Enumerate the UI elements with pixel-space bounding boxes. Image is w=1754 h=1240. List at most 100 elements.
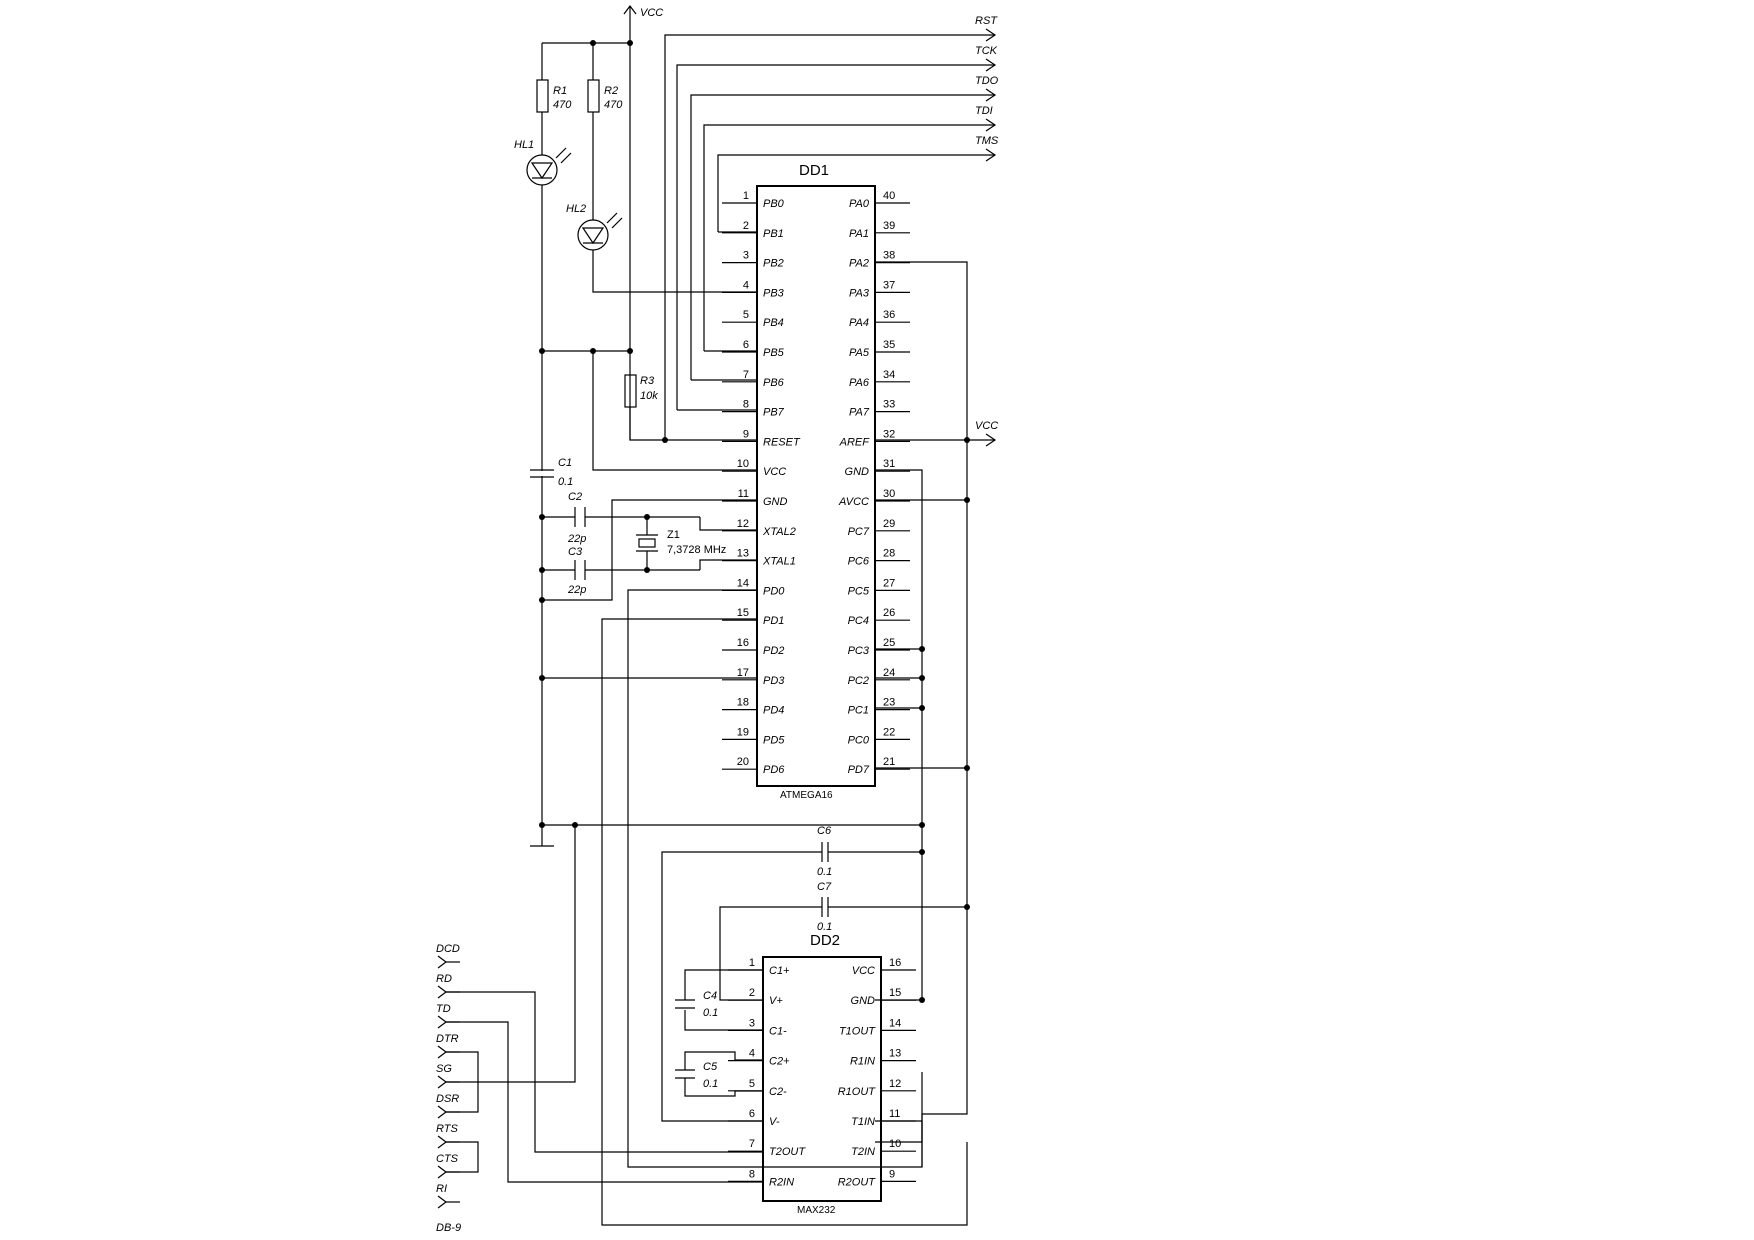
c1-value: 0.1 bbox=[558, 476, 573, 488]
z1-value: 7,3728 MHz bbox=[667, 544, 726, 556]
dd1-pin-name: PB6 bbox=[763, 377, 785, 389]
db9-pin-label: SG bbox=[436, 1063, 452, 1075]
dd1-pin-number: 34 bbox=[883, 369, 895, 381]
dd1-pin-number: 40 bbox=[883, 190, 895, 202]
vcc-top-label: VCC bbox=[640, 7, 663, 19]
dd2-pin-name: R2IN bbox=[769, 1176, 794, 1188]
dd1-pin-number: 12 bbox=[737, 518, 749, 530]
dd1-pin-name: PD1 bbox=[763, 615, 784, 627]
dd2-pin-name: C1- bbox=[769, 1025, 787, 1037]
dd1-left-nets bbox=[446, 589, 968, 1226]
dd1-pin-number: 14 bbox=[737, 577, 749, 589]
dd2-designator: DD2 bbox=[810, 932, 840, 949]
dd1-pin-number: 31 bbox=[883, 458, 895, 470]
dd1-pin-number: 17 bbox=[737, 667, 749, 679]
dd1-pin-number: 28 bbox=[883, 548, 895, 560]
jtag-tdi-label: TDI bbox=[975, 105, 993, 117]
jtag-tck-label: TCK bbox=[975, 45, 998, 57]
dd1-pin-number: 33 bbox=[883, 399, 895, 411]
db9-name: DB-9 bbox=[436, 1222, 461, 1234]
hl1-ref: HL1 bbox=[514, 139, 534, 151]
vcc-top-net: VCC bbox=[541, 5, 663, 440]
dd1-pin-number: 38 bbox=[883, 250, 895, 262]
dd1-pin-number: 35 bbox=[883, 339, 895, 351]
db9-pin-symbol bbox=[437, 955, 447, 969]
dd1-pin-name: PD7 bbox=[848, 764, 870, 776]
dd1-right-nets: VCC bbox=[875, 261, 998, 1167]
c3-value: 22p bbox=[567, 584, 586, 596]
dd1-pin-number: 22 bbox=[883, 726, 895, 738]
dd1-pin-name: GND bbox=[763, 496, 788, 508]
db9-pin-symbol bbox=[437, 1045, 447, 1059]
dd2-pin-number: 7 bbox=[749, 1138, 755, 1150]
c7-value: 0.1 bbox=[817, 921, 832, 933]
dd1-pin-name: PA7 bbox=[849, 407, 870, 419]
dd2-pin-number: 5 bbox=[749, 1078, 755, 1090]
dd1-pin-number: 26 bbox=[883, 607, 895, 619]
dd1-pin-number: 11 bbox=[738, 488, 749, 500]
dd1-pin-number: 32 bbox=[883, 428, 895, 440]
dd1-pin-number: 2 bbox=[743, 220, 749, 232]
dd1-pin-name: PC5 bbox=[848, 585, 870, 597]
dd2-pin-name: V+ bbox=[769, 995, 783, 1007]
dd1-pin-number: 15 bbox=[737, 607, 749, 619]
dd2-pin-name: T2IN bbox=[851, 1146, 875, 1158]
jtag-rst-label: RST bbox=[975, 15, 998, 27]
dd2-pin-number: 14 bbox=[889, 1017, 901, 1029]
c2-ref: C2 bbox=[568, 491, 582, 503]
led-hl1: HL1 bbox=[514, 139, 572, 825]
db9-pin-label: RI bbox=[436, 1183, 447, 1195]
dd1-pin-name: PB3 bbox=[763, 287, 785, 299]
dd2-pin-name: C2+ bbox=[769, 1056, 790, 1068]
db9-pin-symbol bbox=[437, 1135, 447, 1149]
dd1-pin-name: RESET bbox=[763, 436, 801, 448]
r3-ref: R3 bbox=[640, 375, 655, 387]
dd1-pin-name: PD2 bbox=[763, 645, 784, 657]
dd1-pin-name: PD6 bbox=[763, 764, 785, 776]
dd2-pin-number: 6 bbox=[749, 1108, 755, 1120]
c6-ref: C6 bbox=[817, 825, 832, 837]
dd1-pin-number: 10 bbox=[737, 458, 749, 470]
c5-value: 0.1 bbox=[703, 1078, 718, 1090]
dd2-pin-name: C1+ bbox=[769, 965, 790, 977]
dd1-pin-name: AREF bbox=[839, 436, 871, 448]
dd1-pin-number: 25 bbox=[883, 637, 895, 649]
dd1-pin-name: PD4 bbox=[763, 705, 784, 717]
dd2-pin-number: 4 bbox=[749, 1048, 755, 1060]
z1-ref: Z1 bbox=[667, 529, 680, 541]
db9-pin-label: RTS bbox=[436, 1123, 458, 1135]
dd1-pin-name: XTAL1 bbox=[762, 556, 796, 568]
db9-pin-symbol bbox=[437, 1195, 447, 1209]
dd1-pins: 1PB02PB13PB24PB35PB46PB57PB68PB79RESET10… bbox=[722, 190, 910, 776]
c4-value: 0.1 bbox=[703, 1007, 718, 1019]
dd1-pin-name: PB2 bbox=[763, 258, 784, 270]
jtag-tms-label: TMS bbox=[975, 135, 999, 147]
db9-pin-symbol bbox=[437, 1015, 447, 1029]
dd1-pin-number: 6 bbox=[743, 339, 749, 351]
db9-pin-label: RD bbox=[436, 973, 452, 985]
dd2-pin-name: C2- bbox=[769, 1086, 787, 1098]
resistor-r3: R3 10k bbox=[624, 374, 757, 443]
vcc-internal-net bbox=[539, 348, 757, 471]
dd1-pin-name: PA1 bbox=[849, 228, 869, 240]
dd1-pin-number: 39 bbox=[883, 220, 895, 232]
dd2-pin-number: 12 bbox=[889, 1078, 901, 1090]
dd1-pin-number: 7 bbox=[743, 369, 749, 381]
c3-ref: C3 bbox=[568, 546, 583, 558]
r1-ref: R1 bbox=[553, 85, 567, 97]
dd1-pin-number: 19 bbox=[737, 726, 749, 738]
r2-ref: R2 bbox=[604, 85, 618, 97]
db9-pin-symbol bbox=[437, 985, 447, 999]
dd1-part: ATMEGA16 bbox=[780, 790, 833, 801]
dd1-pin-name: VCC bbox=[763, 466, 786, 478]
dd1-pin-name: PA6 bbox=[849, 377, 870, 389]
db9-pin-symbol bbox=[437, 1165, 447, 1179]
dd1-pin-number: 3 bbox=[743, 250, 749, 262]
dd2-pin-name: V- bbox=[769, 1116, 780, 1128]
dd1-pin-name: PA0 bbox=[849, 198, 870, 210]
dd2-pin-name: T1IN bbox=[851, 1116, 875, 1128]
dd2-pin-number: 1 bbox=[749, 957, 755, 969]
dd2-pin-number: 2 bbox=[749, 987, 755, 999]
